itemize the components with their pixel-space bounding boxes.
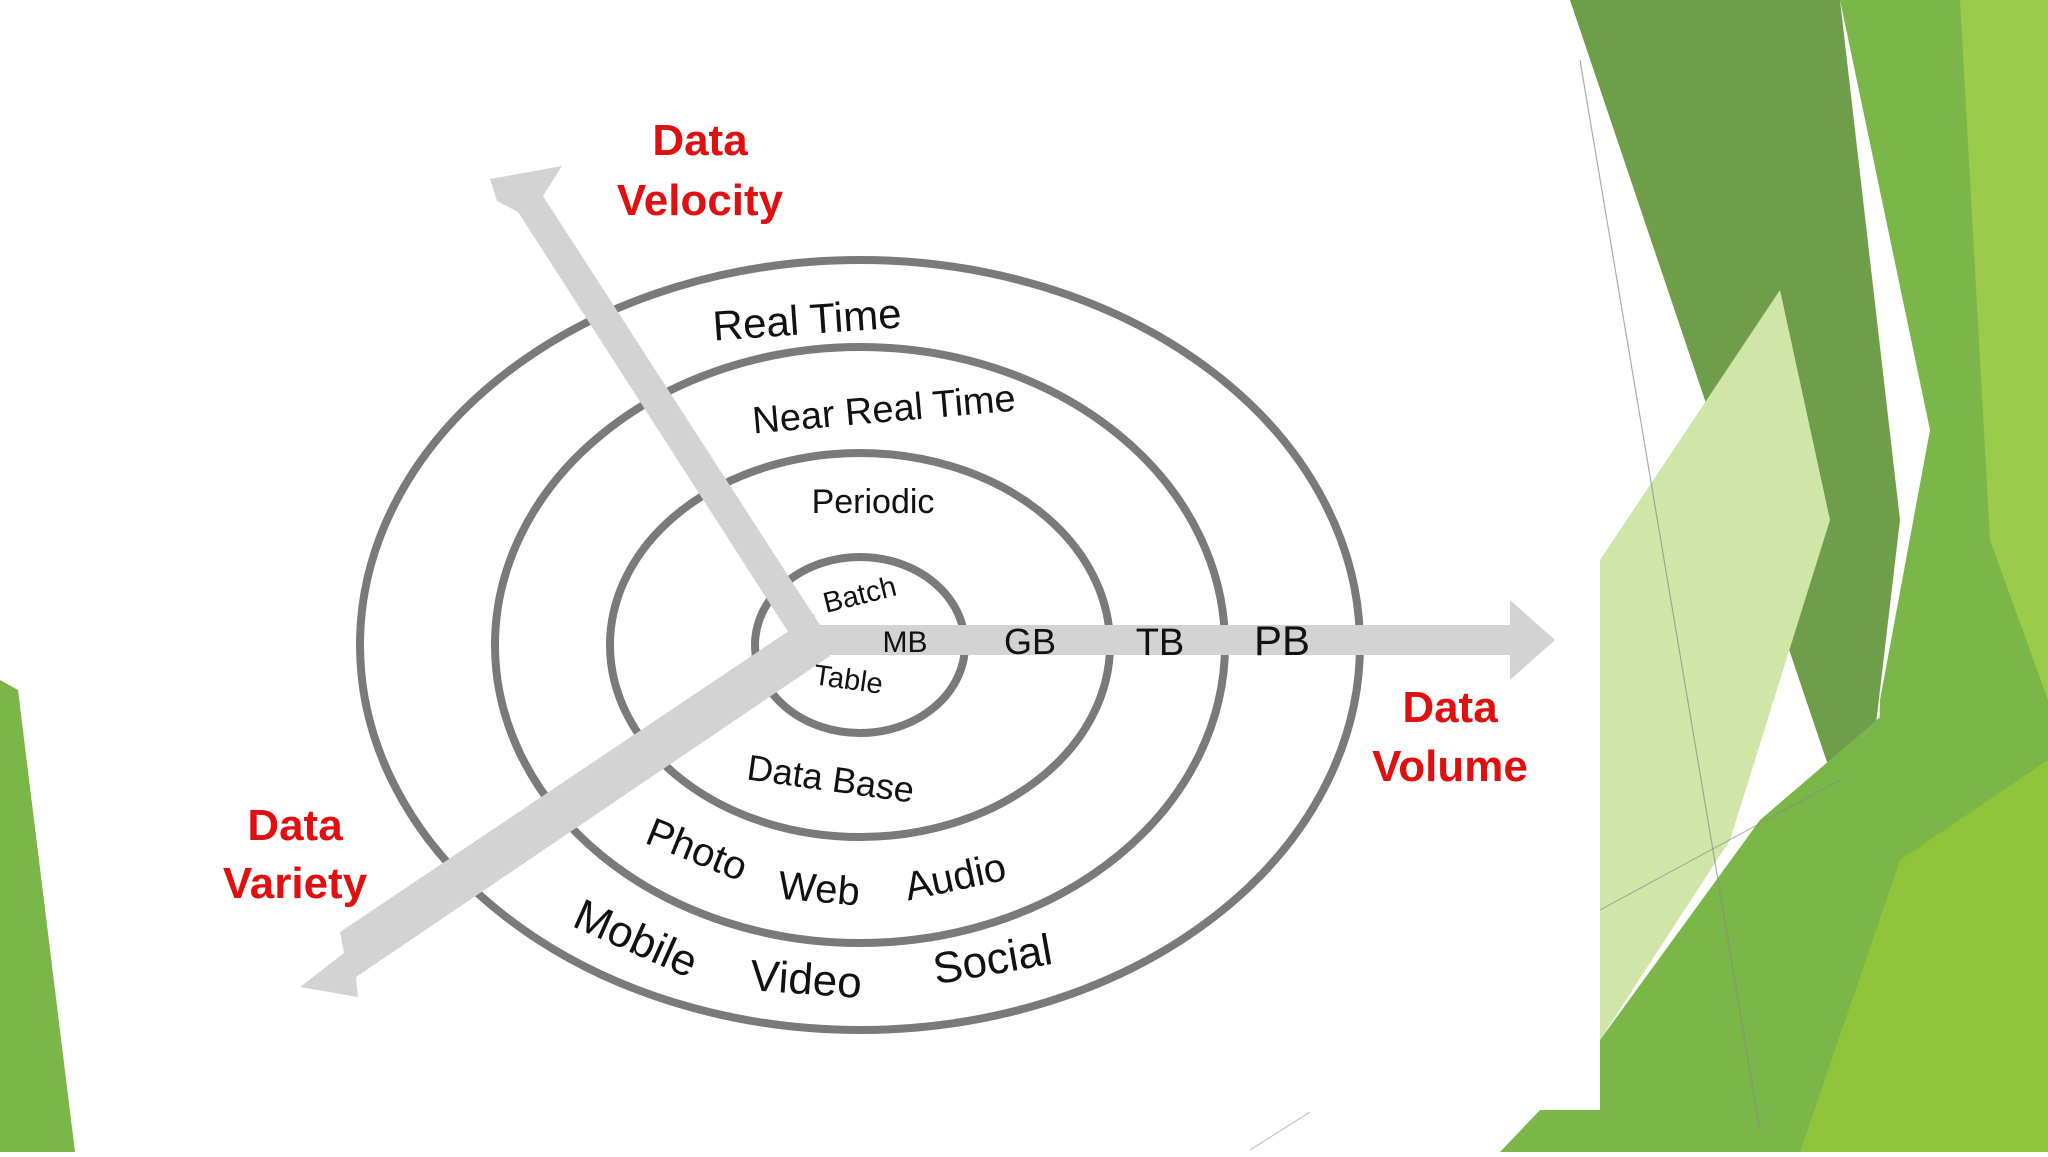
- decor-line: [1579, 59, 1761, 1131]
- green-shape: [1600, 290, 1830, 1040]
- label-real-time: Real Time: [711, 289, 903, 349]
- axis-titles: Data Velocity Data Volume Data Variety: [223, 116, 1528, 908]
- volume-labels: MB GB TB PB: [883, 617, 1311, 664]
- label-video: Video: [749, 951, 864, 1008]
- label-batch: Batch: [820, 571, 900, 620]
- velocity-title-line1: Data: [652, 116, 748, 165]
- velocity-title-line2: Velocity: [617, 176, 784, 225]
- label-photo: Photo: [640, 810, 753, 890]
- label-near-real-time: Near Real Time: [751, 378, 1018, 443]
- label-gb: GB: [1004, 621, 1056, 662]
- variety-arrow: [300, 614, 830, 997]
- green-shape: [1800, 760, 2048, 1152]
- variety-title-line2: Variety: [223, 859, 368, 908]
- green-shape: [1600, 700, 1900, 1152]
- volume-title-line2: Volume: [1372, 742, 1528, 791]
- green-decoration-right: [1249, 0, 2048, 1152]
- label-mb: MB: [883, 626, 928, 659]
- label-tb: TB: [1136, 622, 1185, 664]
- volume-arrow: [820, 600, 1555, 680]
- label-audio: Audio: [901, 845, 1010, 909]
- label-table: Table: [812, 659, 885, 700]
- label-pb: PB: [1254, 617, 1310, 664]
- variety-title-line1: Data: [247, 801, 343, 850]
- label-periodic: Periodic: [812, 483, 935, 521]
- green-shape: [1960, 0, 2048, 700]
- volume-title-line1: Data: [1402, 683, 1498, 732]
- decor-line: [1599, 779, 1841, 911]
- velocity-arrow: [490, 166, 829, 655]
- axis-arrows: [300, 166, 1555, 997]
- decor-line: [1249, 1111, 1311, 1151]
- green-shape: [1500, 1110, 1600, 1152]
- label-data-base: Data Base: [745, 747, 917, 811]
- green-decoration-left: [0, 680, 75, 1152]
- label-web: Web: [777, 864, 862, 915]
